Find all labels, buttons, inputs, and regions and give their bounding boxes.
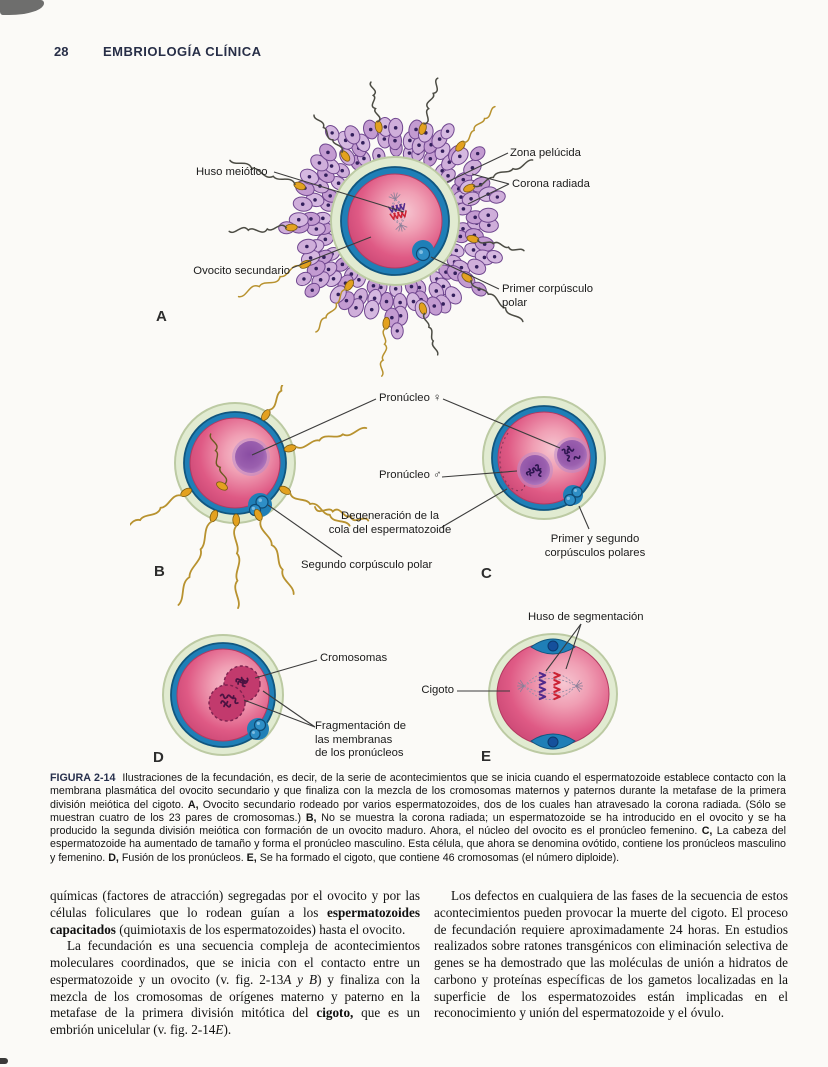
label-primer-corpusculo-polar: Primer corpúsculo polar [502,283,594,309]
body-text: La fecundación es una secuencia compleja… [50,938,420,987]
label-pronucleo-femenino: Pronúcleo ♀ [379,392,442,404]
paragraph-continuation: químicas (factores de atracción) segrega… [50,888,420,938]
italic-fig-ref: E [215,1022,224,1038]
label-corona-radiada: Corona radiada [512,178,590,190]
caption-intro: Ilustraciones de la fecundación, es deci… [50,772,786,811]
panel-letter-d: D [153,749,164,766]
body-text: ) y finaliza con la mezcla de los cromos… [50,971,420,1021]
label-cromosomas: Cromosomas [320,652,388,664]
page-number: 28 [54,44,69,59]
caption-e-text: Se ha formado el cigoto, que contiene 46… [256,851,620,864]
diagram-e-zygote-spindle [488,633,618,755]
panel-letter-e: E [481,748,492,765]
scan-artifact-top-left [0,0,44,15]
label-huso-segmentacion: Huso de segmentación [528,611,644,623]
diagram-c-two-pronuclei [482,396,606,520]
panel-letter-a: A [156,308,167,325]
figure-caption-label: FIGURA 2-14 [50,772,116,784]
scan-artifact-bottom-left [0,1058,8,1064]
caption-a-text: Ovocito secundario rodeado por varios es… [50,798,786,824]
paragraph-defectos: Los defectos en cualquiera de las fases … [434,888,788,1021]
caption-d-bold: D, [108,851,119,864]
bold-term-espermatozoides-capacitados: espermatozoides capacitados [50,904,420,937]
bold-term-cigoto: cigoto, [316,1005,354,1021]
panel-letter-c: C [481,565,492,582]
body-text: que es un embrión unicelular (v. fig. 2-… [50,1005,420,1038]
diagram-b-sperm-entry [130,385,370,609]
body-text: (quimiotaxis de los espermatozoides) has… [115,921,406,937]
label-degeneracion-cola: Degeneración de la cola del espermatozoi… [328,510,452,536]
body-column-left: químicas (factores de atracción) segrega… [50,888,420,1039]
label-primer-segundo-corpusculos: Primer y segundo corpúsculos polares [544,533,646,559]
caption-c-bold: C, [701,825,713,838]
caption-d-text: Fusión de los pronúcleos. [118,851,247,864]
diagram-d-pronuclei-fusion [162,634,284,756]
label-zona-pelucida: Zona pelúcida [510,147,581,159]
label-cigoto: Cigoto [421,684,454,696]
label-pronucleo-masculino: Pronúcleo ♂ [379,469,442,481]
diagram-a-oocyte-with-corona [228,77,534,377]
body-text: ). [223,1022,232,1038]
running-head: EMBRIOLOGÍA CLÍNICA [103,44,262,59]
label-ovocito-secundario: Ovocito secundario [193,265,290,277]
label-segundo-corpusculo-polar: Segundo corpúsculo polar [301,559,433,571]
panel-letter-b: B [154,563,165,580]
paragraph-fecundacion: La fecundación es una secuencia compleja… [50,938,420,1039]
italic-fig-ref: A y B [283,971,318,987]
caption-e-bold: E, [246,851,257,864]
label-huso-meiotico: Huso meiótico [196,166,268,178]
body-text: químicas (factores de atracción) segrega… [50,888,420,920]
caption-b-bold: B, [305,811,317,824]
label-fragmentacion-membranas: Fragmentación de las membranas de los pr… [315,720,407,760]
caption-a-bold: A, [187,798,199,811]
caption-b-text: No se muestra la corona radiada; un espe… [50,811,786,838]
body-column-right: Los defectos en cualquiera de las fases … [434,888,788,1022]
caption-c-text: La cabeza del espermatozoide ha aumentad… [50,825,786,864]
